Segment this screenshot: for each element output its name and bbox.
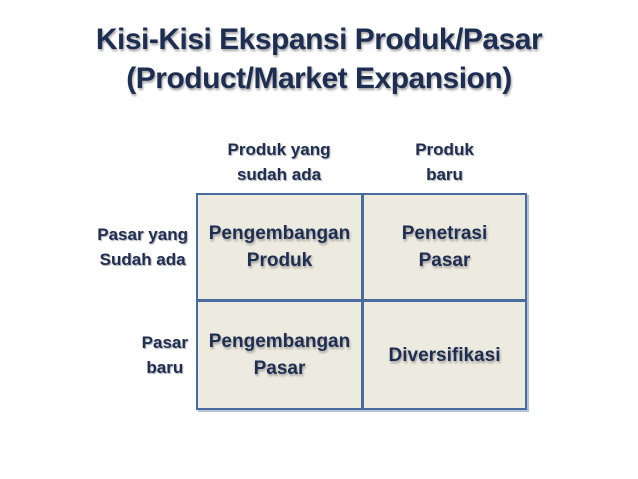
slide-title: Kisi-Kisi Ekspansi Produk/Pasar (Product… [95, 23, 543, 95]
column-header-new-product: Produk baru [415, 140, 474, 184]
matrix-cell-diversification: Diversifikasi [362, 300, 527, 410]
matrix-cell-product-development: Pengembangan Produk [196, 193, 362, 300]
expansion-matrix: Pengembangan Produk Penetrasi Pasar Peng… [196, 193, 527, 410]
column-header-existing-product: Produk yang sudah ada [227, 140, 331, 184]
row-header-existing-market: Pasar yang Sudah ada [97, 224, 188, 269]
row-header-new-market: Pasar baru [141, 333, 188, 377]
matrix-cell-market-development: Pengembangan Pasar [196, 300, 362, 410]
matrix-cell-market-penetration: Penetrasi Pasar [362, 193, 527, 300]
